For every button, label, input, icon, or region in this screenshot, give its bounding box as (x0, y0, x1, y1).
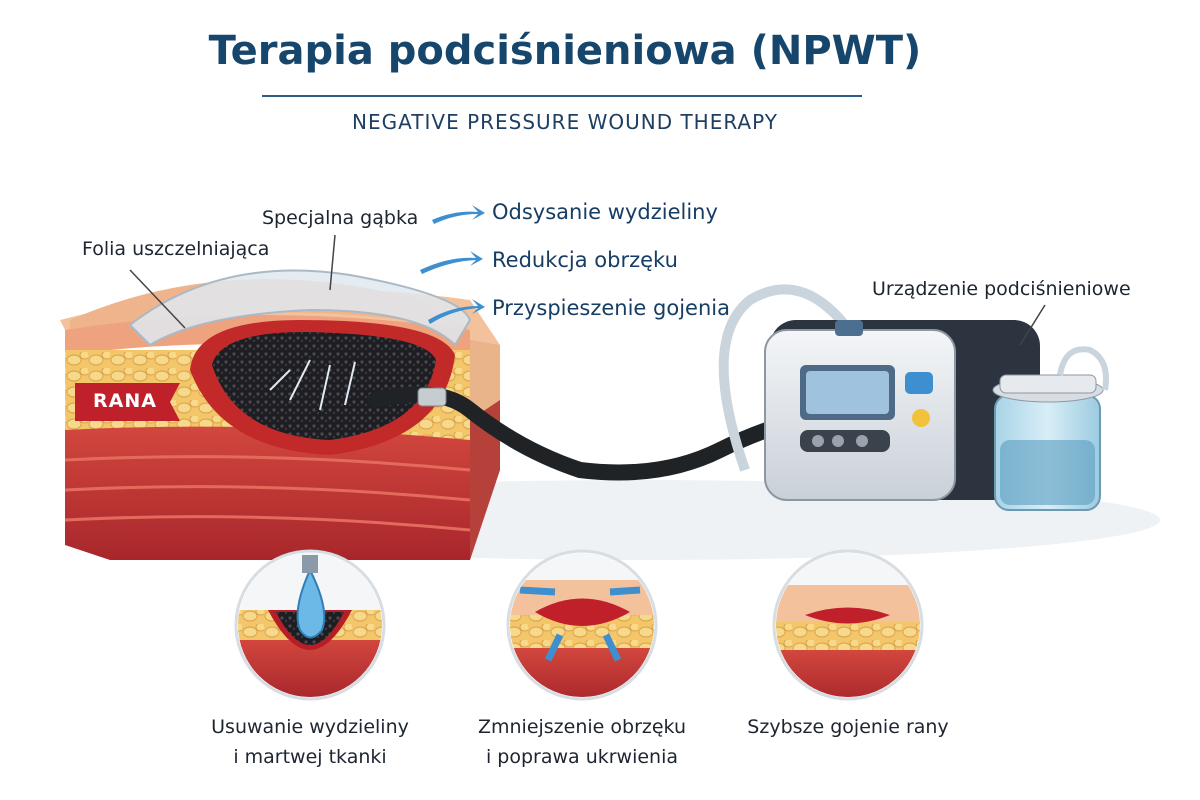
caption-line: Usuwanie wydzieliny (211, 716, 409, 738)
foam-label: Specjalna gąbka (262, 207, 419, 229)
caption-faster-healing: Szybsze gojenie rany (728, 712, 968, 742)
wound-tag (75, 383, 180, 421)
page-subtitle: NEGATIVE PRESSURE WOUND THERAPY (352, 110, 778, 134)
caption-line: Szybsze gojenie rany (747, 716, 949, 738)
page-title: Terapia podciśnieniowa (NPWT) (208, 28, 922, 74)
circle-edema-reduction (506, 549, 658, 701)
sealing-film (128, 269, 472, 347)
suction-arrows (269, 359, 356, 411)
clear-tube (718, 284, 849, 472)
film-label: Folia uszczelniająca (82, 238, 270, 260)
device-label: Urządzenie podciśnieniowe (872, 278, 1131, 300)
benefit-healing: Przyspieszenie gojenia (492, 296, 730, 320)
foam-dressing (212, 332, 436, 440)
circle-faster-healing (772, 549, 924, 701)
wound-label: RANA (93, 390, 157, 412)
tube-connector (417, 387, 447, 407)
benefit-exudate: Odsysanie wydzieliny (492, 200, 718, 224)
benefit-arrows (420, 205, 485, 324)
exudate-canister (992, 346, 1109, 511)
film-leader (129, 269, 186, 329)
foam-leader (329, 234, 336, 291)
caption-edema-reduction: Zmniejszenie obrzęku i poprawa ukrwienia (462, 712, 702, 772)
vacuum-device (764, 320, 1040, 501)
caption-line: Zmniejszenie obrzęku (477, 716, 687, 738)
circle-exudate-removal (234, 549, 386, 701)
benefit-edema: Redukcja obrzęku (492, 248, 678, 272)
caption-line: i martwej tkanki (233, 746, 387, 768)
caption-line: i poprawa ukrwienia (485, 746, 679, 768)
device-leader (1019, 304, 1046, 346)
title-divider (262, 95, 862, 97)
caption-exudate-removal: Usuwanie wydzieliny i martwej tkanki (190, 712, 430, 772)
